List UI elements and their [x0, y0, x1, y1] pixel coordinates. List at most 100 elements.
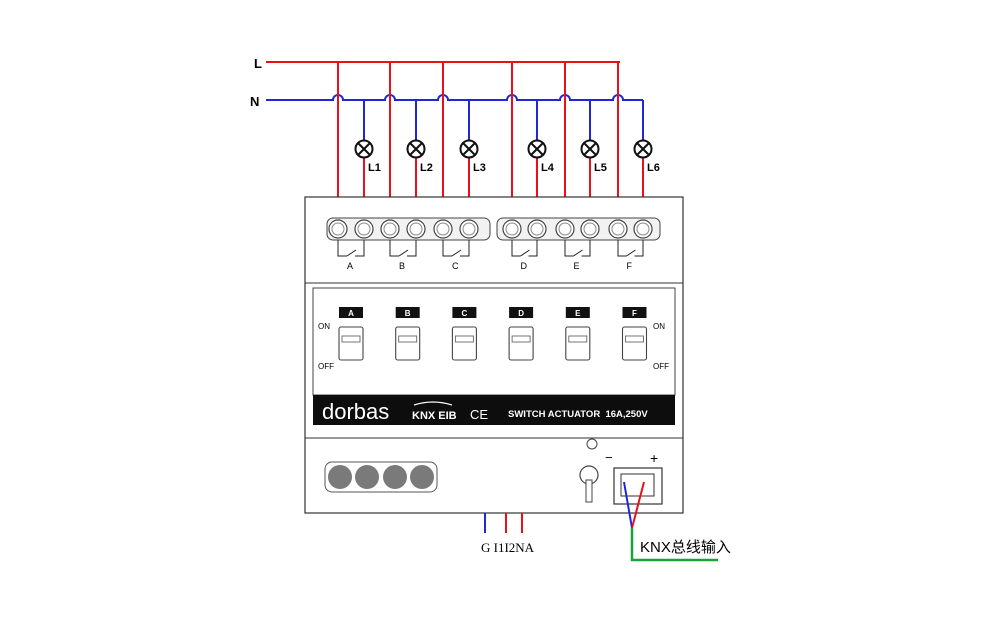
- lamp-label: L2: [420, 162, 433, 174]
- relay-contact: [511, 240, 538, 257]
- channel-tag: [339, 307, 363, 318]
- bus-wiring: KNX总线输入: [623, 481, 731, 562]
- input-terminal-block: [324, 461, 438, 493]
- lamp-label: L3: [473, 162, 486, 174]
- channel-switch[interactable]: D: [508, 307, 534, 361]
- relay-label: D: [521, 261, 528, 271]
- neutral-rail: [266, 94, 643, 101]
- input-wiring: G I1I2NA: [481, 513, 535, 555]
- channel-tag-label: F: [632, 309, 637, 318]
- lamp-label: L5: [594, 162, 607, 174]
- status-led: [586, 438, 598, 450]
- relay-contact: [617, 240, 644, 257]
- relay-contacts: A B C D E F: [337, 240, 644, 271]
- toggle-lever: [568, 335, 588, 343]
- channel-tag: [622, 307, 647, 318]
- toggle-switch[interactable]: [508, 326, 534, 361]
- relay-label: F: [627, 261, 633, 271]
- screw-terminal-ring: [636, 222, 650, 236]
- ce-mark: CE: [470, 407, 488, 422]
- toggle-lever: [511, 335, 531, 343]
- on-label-right: ON: [653, 322, 665, 331]
- channel-tag: [395, 307, 420, 318]
- channel-switch[interactable]: E: [565, 307, 591, 361]
- relay-label: E: [574, 261, 580, 271]
- channel-switch[interactable]: A: [338, 307, 364, 361]
- input-terminals: [328, 465, 434, 489]
- on-label-left: ON: [318, 322, 330, 331]
- input-screw: [410, 465, 434, 489]
- brand-band: [313, 395, 675, 425]
- screw-terminal-ring: [357, 222, 371, 236]
- screw-terminal-ring: [611, 222, 625, 236]
- toggle-switch[interactable]: [621, 326, 648, 361]
- channel-switch[interactable]: B: [395, 307, 421, 361]
- live-label: L: [254, 56, 262, 71]
- screw-terminal-ring: [462, 222, 476, 236]
- screw-terminal-ring: [383, 222, 397, 236]
- toggle-switch[interactable]: [338, 326, 364, 361]
- actuator-device: A B C D E F ON OFF ON OFF A B C D E F dorbas KNX E…: [304, 196, 684, 514]
- channel-tag: [452, 307, 477, 318]
- lamp-icon: [406, 139, 426, 159]
- relay-contact: [337, 240, 365, 257]
- supply-rails: L N: [250, 56, 643, 109]
- lamp-label: L1: [368, 162, 381, 174]
- toggle-switch[interactable]: [451, 326, 477, 361]
- channel-switch[interactable]: C: [451, 307, 477, 361]
- input-label: G I1I2NA: [481, 540, 535, 555]
- lamp-icon: [580, 139, 600, 159]
- bus-plus-sign: +: [650, 450, 658, 466]
- input-screw: [383, 465, 407, 489]
- toggle-switch[interactable]: [395, 326, 421, 361]
- toggle-lever: [454, 335, 474, 343]
- programming-button-stem: [585, 479, 593, 503]
- screw-terminal-ring: [436, 222, 450, 236]
- bus-wire-minus: [623, 481, 633, 529]
- channel-tag: [509, 307, 534, 318]
- toggle-lever: [341, 335, 361, 343]
- screw-terminal-ring: [558, 222, 572, 236]
- input-screw: [328, 465, 352, 489]
- control-panel: [312, 287, 676, 396]
- terminals: [328, 219, 653, 239]
- model-text: SWITCH ACTUATOR 16A,250V: [508, 409, 648, 420]
- bus-cable: [630, 528, 718, 562]
- brand-name: dorbas: [322, 399, 389, 424]
- channel-tag-label: B: [405, 309, 411, 318]
- channel-tag-label: D: [518, 309, 524, 318]
- bus-minus-sign: −: [605, 450, 613, 465]
- relay-label: A: [347, 261, 353, 271]
- relay-label: B: [399, 261, 405, 271]
- toggle-lever: [625, 335, 644, 343]
- channel-switch[interactable]: F: [621, 307, 648, 361]
- lamp-icon: [633, 139, 653, 159]
- lamp-icon: [459, 139, 479, 159]
- input-screw: [355, 465, 379, 489]
- toggle-lever: [398, 335, 418, 343]
- toggle-switch[interactable]: [565, 326, 591, 361]
- lamp-icon: [527, 139, 547, 159]
- knx-logo: KNX EIB: [412, 410, 457, 422]
- bus-connector-inner: [620, 473, 655, 497]
- relay-label: C: [452, 261, 459, 271]
- channel-tag-label: A: [348, 309, 354, 318]
- off-label-left: OFF: [318, 362, 334, 371]
- screw-terminal-ring: [505, 222, 519, 236]
- screw-terminal-ring: [583, 222, 597, 236]
- channel-tag: [565, 307, 590, 318]
- relay-contact: [442, 240, 470, 257]
- neutral-label: N: [250, 94, 259, 109]
- relay-contact: [389, 240, 417, 257]
- lamp-label: L6: [647, 162, 660, 174]
- channel-tag-label: C: [462, 309, 468, 318]
- off-label-right: OFF: [653, 362, 669, 371]
- knx-logo-arc: [413, 401, 453, 406]
- bus-input-label: KNX总线输入: [640, 539, 731, 556]
- screw-terminal-ring: [530, 222, 544, 236]
- screw-terminal-ring: [409, 222, 423, 236]
- lamp-icon: [354, 139, 374, 159]
- channel-switches: A B C D E F: [338, 307, 648, 361]
